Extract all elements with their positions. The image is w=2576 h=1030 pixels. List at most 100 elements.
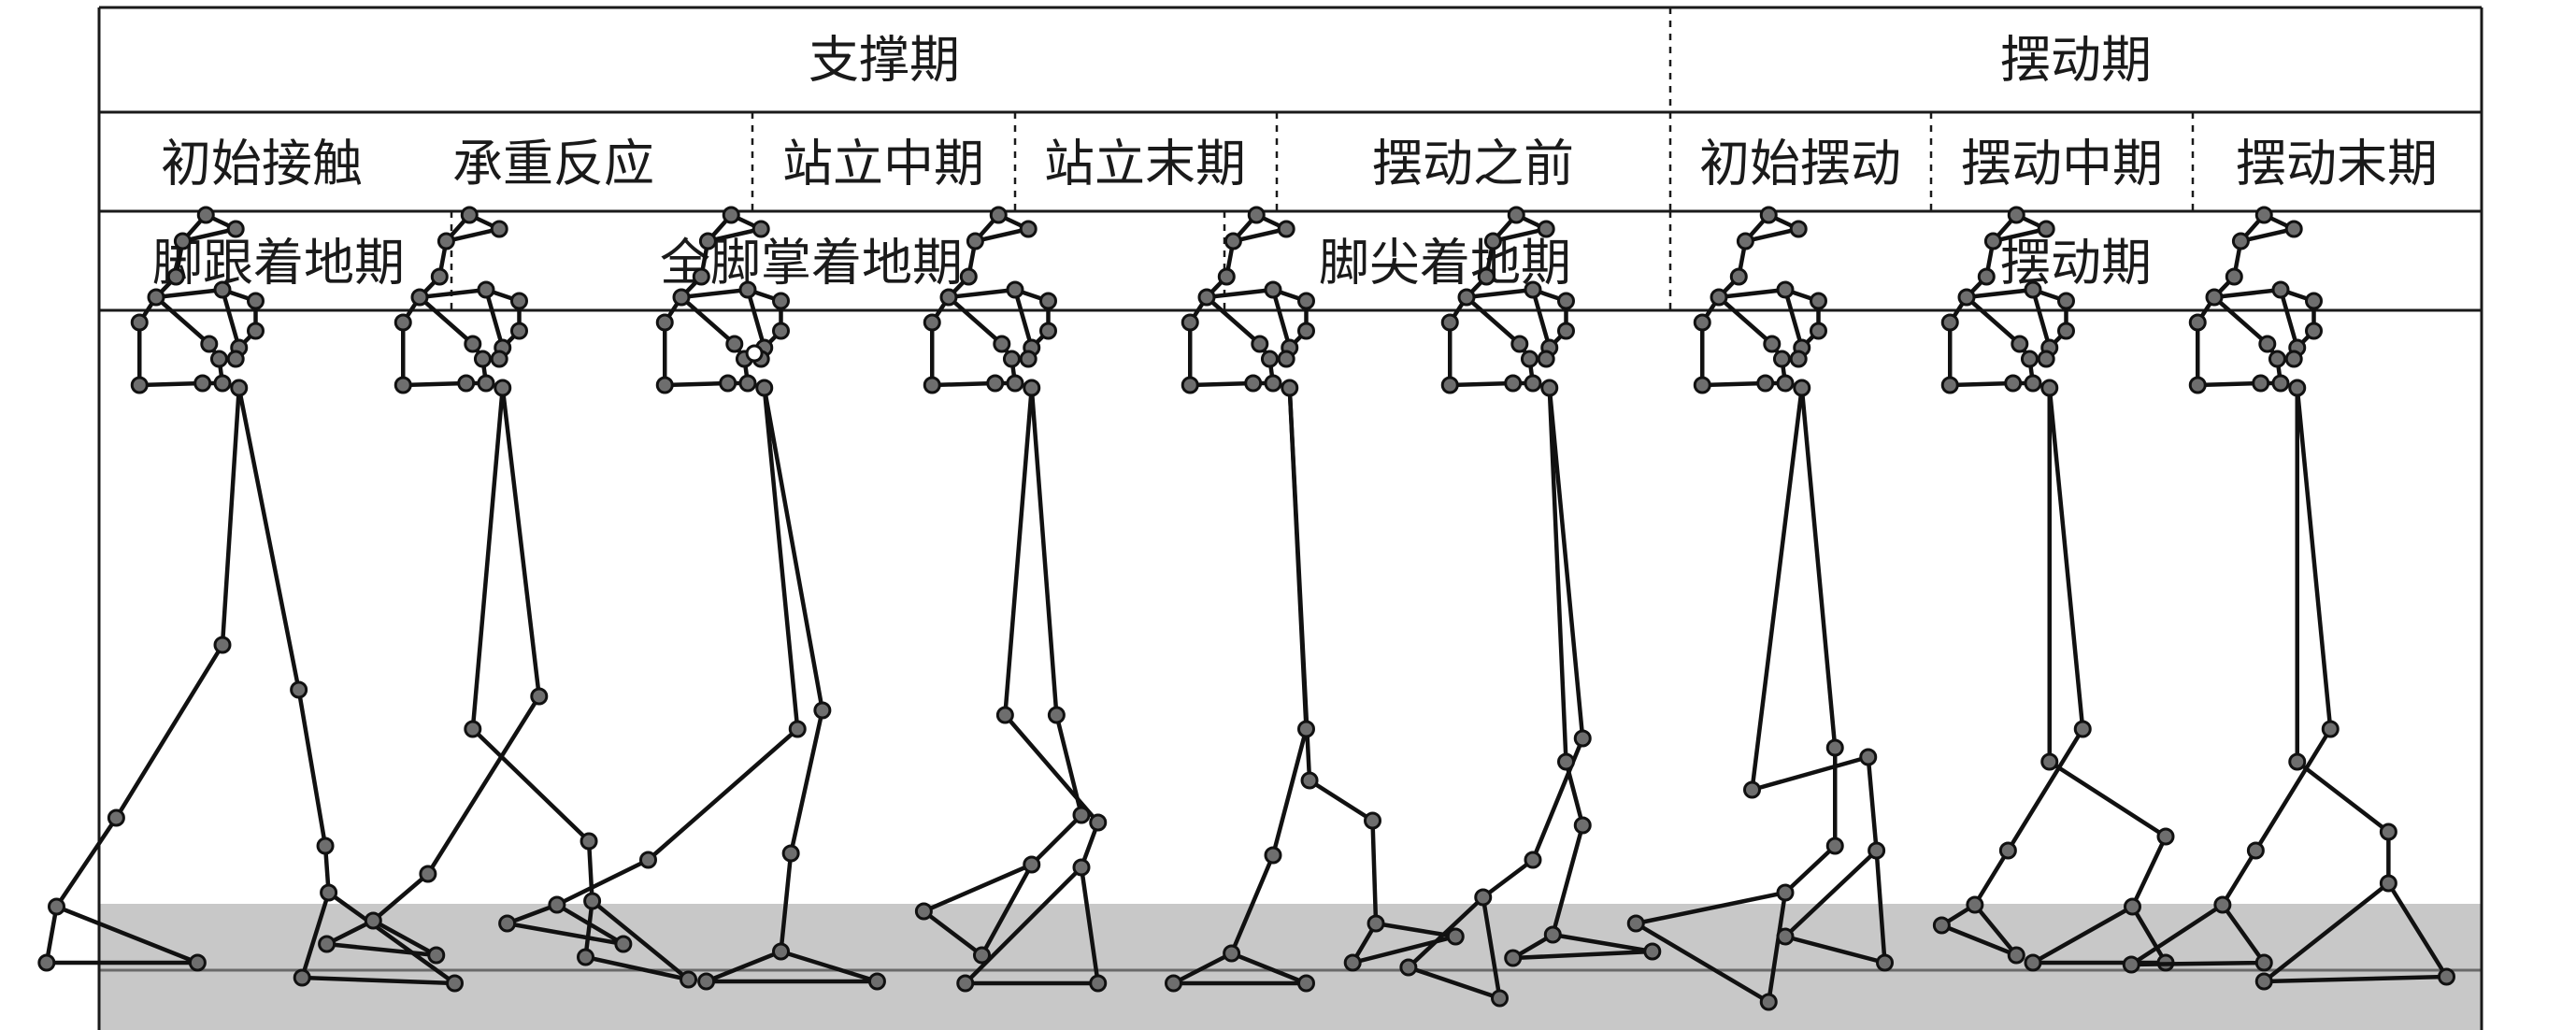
figure-joint — [1789, 350, 1808, 368]
figure-joint — [956, 974, 975, 993]
figure-joint — [436, 232, 455, 250]
figure-joint — [290, 680, 308, 699]
figure-right-foot — [704, 949, 880, 984]
figure-joint — [494, 379, 512, 397]
figure-joint — [1006, 374, 1024, 393]
figure-joint — [2188, 376, 2207, 394]
figure-joint — [477, 280, 495, 299]
figure-joint — [226, 220, 245, 238]
figure-spine — [1204, 294, 1276, 386]
figure-joint — [1573, 816, 1592, 835]
figure-joint — [2037, 350, 2055, 368]
subphase-mid-stance: 站立中期 — [782, 135, 984, 193]
figure-joint — [1264, 846, 1282, 865]
figure-joint — [364, 911, 382, 930]
figure-joint — [1251, 335, 1269, 353]
figure-right-leg — [236, 385, 331, 895]
figure-joint — [1825, 738, 1844, 757]
figure-joint — [318, 935, 336, 953]
figure-joint — [2007, 946, 2025, 965]
figure-joint — [1810, 292, 1827, 310]
figure-joint — [490, 350, 508, 368]
figure-joint — [914, 902, 933, 921]
figure-joint — [1643, 942, 1662, 961]
figure-joint — [247, 292, 265, 310]
figure-right-foot — [583, 898, 691, 982]
figure-joint — [2040, 752, 2059, 771]
figure-joint — [1537, 220, 1555, 238]
figure-joint — [548, 895, 566, 914]
figure-joint — [477, 374, 495, 393]
figure-left-leg — [554, 385, 800, 908]
figure-joint — [577, 948, 594, 966]
figure-joint — [2252, 374, 2270, 393]
figure-joint — [1693, 313, 1711, 332]
subphase-initial-swing: 初始摆动 — [1699, 135, 1901, 193]
figure-left-leg — [1782, 385, 1838, 895]
figure-joint — [316, 837, 335, 855]
figure-joint — [2284, 220, 2303, 238]
figure-left-leg — [54, 385, 241, 909]
figure-joint — [2288, 752, 2307, 771]
figure-joint — [1810, 322, 1827, 340]
figure-joint — [993, 335, 1011, 353]
figure-joint — [1524, 851, 1542, 869]
figure-joint — [697, 972, 716, 991]
figure-left-foot — [1406, 894, 1502, 1001]
figure-joint — [464, 335, 482, 353]
figure-joint — [147, 288, 165, 307]
figure-joint — [672, 288, 691, 307]
figure-joint — [1006, 280, 1024, 299]
figure-joint — [2258, 335, 2277, 353]
figure-joint — [2254, 953, 2273, 972]
figure-joint — [580, 832, 598, 851]
figure-joint — [1543, 925, 1562, 944]
figure-right-foot — [1782, 848, 1887, 966]
figure-joint — [2305, 292, 2323, 310]
figure-joint — [1557, 322, 1575, 340]
figure-joint — [427, 946, 446, 965]
figure-joint — [738, 280, 757, 299]
figure-joint — [1297, 720, 1315, 738]
figure-joint — [1343, 953, 1362, 972]
figure-joint — [755, 379, 774, 397]
figure-left-foot — [1634, 890, 1788, 1005]
figure-joint — [1039, 322, 1057, 340]
figure-joint — [2271, 374, 2290, 393]
figure-left-foot — [1939, 902, 2019, 958]
figure-joint — [2024, 374, 2042, 393]
figure-joint — [1277, 350, 1295, 368]
figure-joint — [1089, 974, 1108, 993]
figure-joint — [1626, 914, 1645, 933]
figure-joint — [772, 322, 790, 340]
figure-head — [2239, 212, 2297, 244]
figure-head — [1491, 212, 1549, 244]
figure-spine — [153, 294, 225, 386]
figure-joint — [510, 292, 528, 310]
contact-swing: 摆动期 — [2000, 234, 2152, 293]
figure-joint — [213, 636, 232, 654]
figure-right-leg — [1003, 385, 1100, 870]
figure-left-leg — [371, 385, 542, 923]
figure-joint — [989, 206, 1008, 224]
figure-joint — [464, 720, 482, 738]
figure-joint — [247, 322, 265, 340]
figure-joint — [995, 706, 1014, 724]
figure-left-foot — [2129, 902, 2267, 967]
figure-joint — [781, 844, 800, 863]
figure-joint — [166, 267, 185, 286]
figure-joint — [48, 897, 65, 916]
figure-joint — [2024, 953, 2042, 972]
figure-joint — [1072, 858, 1091, 877]
figure-joint — [1983, 232, 2002, 250]
contact-heel-strike: 脚跟着地期 — [152, 234, 405, 293]
figure-spine — [679, 294, 751, 386]
figure-head — [706, 212, 764, 244]
figure-joint — [583, 892, 602, 910]
figure-joint — [738, 374, 757, 393]
figure-joint — [1537, 350, 1555, 368]
figure-spine — [2211, 294, 2283, 386]
phase-stance: 支撑期 — [809, 31, 960, 90]
figure-joint — [1297, 322, 1315, 340]
